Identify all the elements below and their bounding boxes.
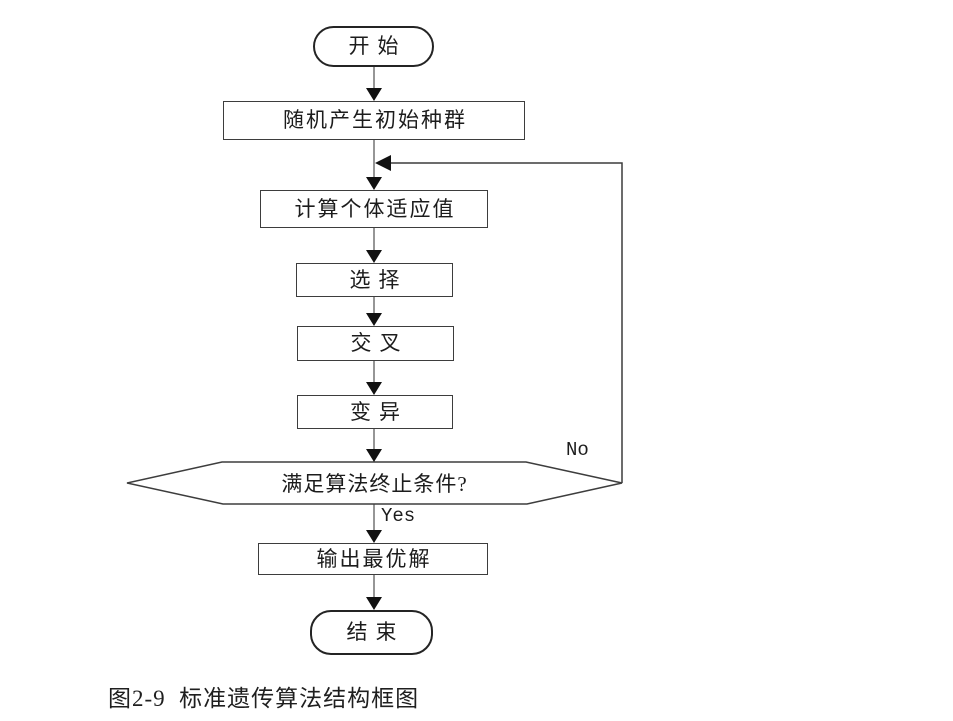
arrowhead-down-icon <box>366 597 382 610</box>
node-init-population-label: 随机产生初始种群 <box>283 108 467 132</box>
arrowhead-down-icon <box>366 530 382 543</box>
node-selection-label: 选择 <box>349 267 408 292</box>
decision-hexagon-shape <box>126 461 623 505</box>
figure-caption: 图2-9 标准遗传算法结构框图 <box>108 686 420 711</box>
arrowhead-down-icon <box>366 382 382 395</box>
arrowhead-down-icon <box>366 177 382 190</box>
arrowhead-down-icon <box>366 449 382 462</box>
node-fitness-label: 计算个体适应值 <box>294 196 456 221</box>
connector-no-feedback <box>391 162 623 483</box>
node-mutation-label: 变异 <box>350 399 408 424</box>
arrowhead-down-icon <box>366 313 382 326</box>
node-start: 开始 <box>313 26 434 67</box>
node-decision: 满足算法终止条件? <box>127 462 622 504</box>
node-crossover: 交叉 <box>297 326 454 361</box>
arrowhead-down-icon <box>366 88 382 101</box>
edge-label-yes: Yes <box>381 505 416 527</box>
node-mutation: 变异 <box>297 395 453 429</box>
node-decision-label: 满足算法终止条件? <box>281 472 468 496</box>
arrowhead-down-icon <box>366 250 382 263</box>
node-crossover-label: 交叉 <box>350 331 409 355</box>
node-end: 结束 <box>310 610 433 655</box>
node-init-population: 随机产生初始种群 <box>223 101 525 140</box>
node-start-label: 开始 <box>348 34 407 58</box>
node-output-label: 输出最优解 <box>316 546 432 571</box>
node-selection: 选择 <box>296 263 453 297</box>
arrowheads <box>366 88 391 610</box>
node-output: 输出最优解 <box>258 543 488 575</box>
node-fitness: 计算个体适应值 <box>260 190 488 228</box>
node-end-label: 结束 <box>346 620 405 644</box>
edge-label-no: No <box>566 439 589 461</box>
arrowhead-left-icon <box>375 155 391 171</box>
